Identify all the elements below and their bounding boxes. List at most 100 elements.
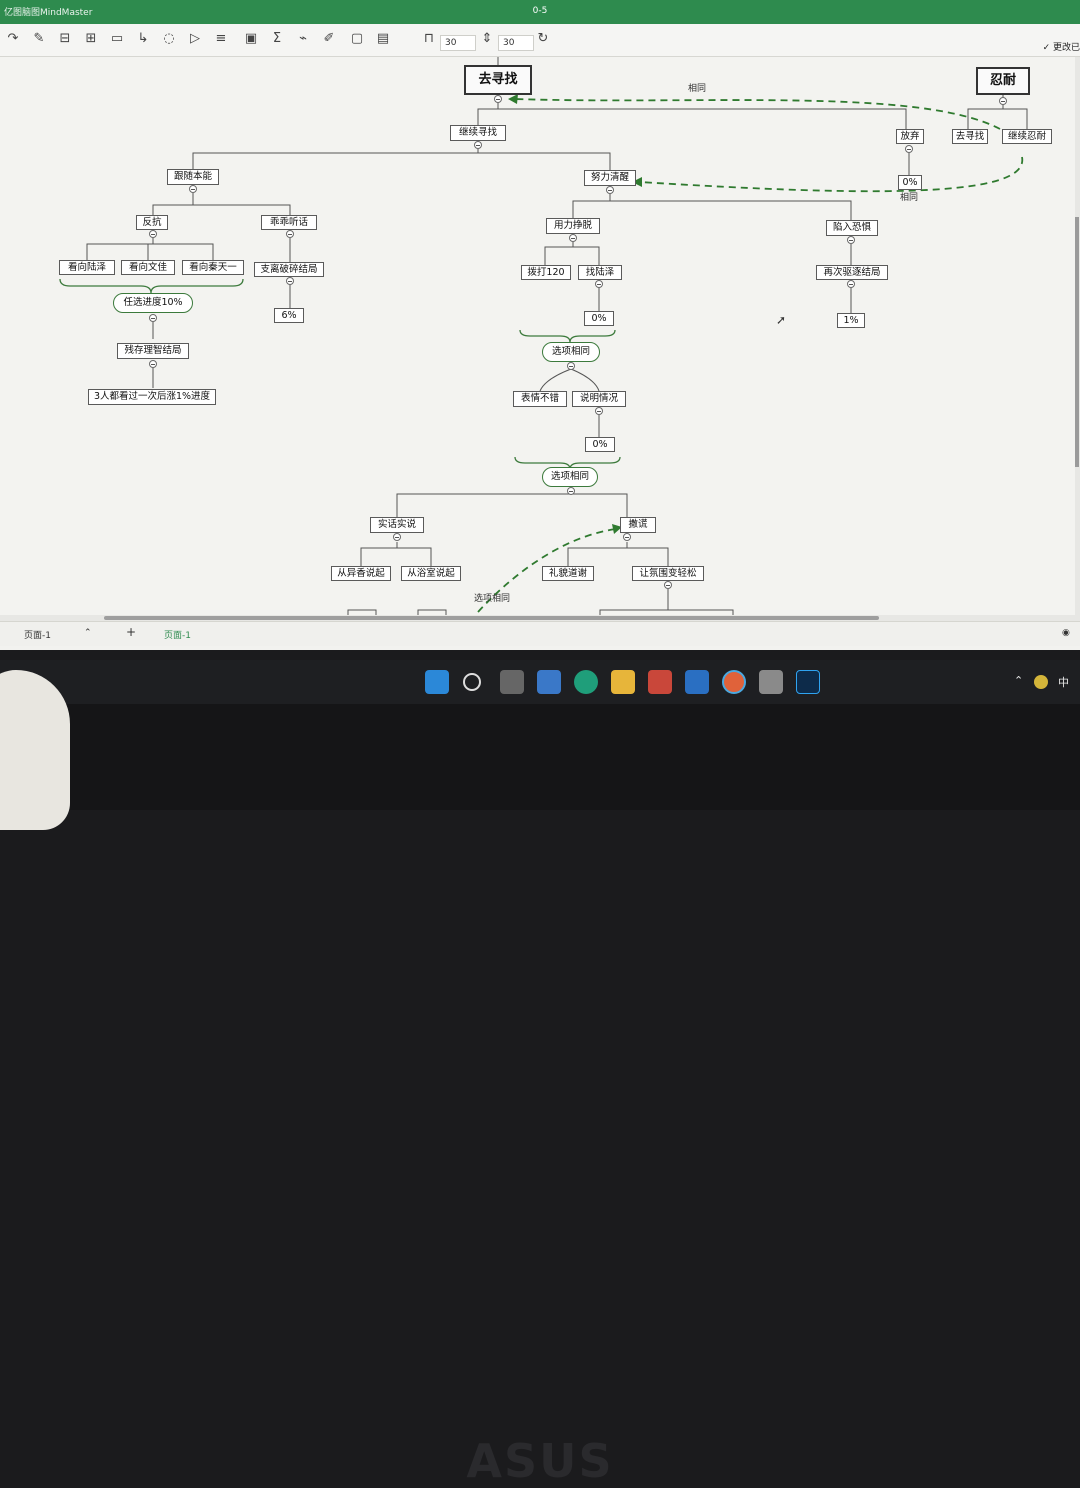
comment-icon[interactable]: ▢ bbox=[350, 31, 364, 46]
store-icon[interactable] bbox=[759, 670, 783, 694]
mindmaster-app-icon[interactable] bbox=[722, 670, 746, 694]
topic-from-fragrance[interactable]: 从异香说起 bbox=[331, 566, 391, 581]
image-icon[interactable]: ▣ bbox=[244, 31, 258, 46]
topic-lie[interactable]: 撒谎 bbox=[620, 517, 656, 533]
topic-tell-truth[interactable]: 实话实说 bbox=[370, 517, 424, 533]
summary-same-options-2[interactable]: 选项相同 bbox=[542, 467, 598, 487]
photoshop-icon[interactable] bbox=[796, 670, 820, 694]
topic-remain-sane-ending[interactable]: 残存理智结局 bbox=[117, 343, 189, 359]
task-view-icon[interactable] bbox=[500, 670, 524, 694]
root-topic-endure[interactable]: 忍耐 bbox=[976, 67, 1030, 95]
topic-go-search[interactable]: 去寻找 bbox=[952, 129, 988, 144]
collapse-toggle-truth[interactable] bbox=[393, 533, 401, 541]
topic-relax-mood[interactable]: 让氛围变轻松 bbox=[632, 566, 704, 581]
topic-look-qintian[interactable]: 看向秦天一 bbox=[182, 260, 244, 275]
collapse-toggle-lie[interactable] bbox=[623, 533, 631, 541]
collapse-toggle-instinct[interactable] bbox=[189, 185, 197, 193]
marker-icon[interactable]: ✐ bbox=[323, 31, 335, 46]
topic-continue-search[interactable]: 继续寻找 bbox=[450, 125, 506, 141]
add-subtopic-icon[interactable]: ⊞ bbox=[85, 31, 97, 46]
vertical-scrollbar[interactable] bbox=[1075, 57, 1080, 615]
redo-icon[interactable]: ↷ bbox=[7, 31, 19, 46]
topic-explain[interactable]: 说明情况 bbox=[572, 391, 626, 407]
add-topic-icon[interactable]: ⊟ bbox=[59, 31, 71, 46]
horizontal-spacing-input[interactable]: 30 bbox=[440, 35, 476, 51]
collapse-toggle-same1[interactable] bbox=[567, 362, 575, 370]
vertical-spacing-input[interactable]: 30 bbox=[498, 35, 534, 51]
ime-indicator[interactable]: 中 bbox=[1058, 676, 1069, 689]
topic-fall-fear[interactable]: 陷入恐惧 bbox=[826, 220, 878, 236]
mail-icon[interactable] bbox=[685, 670, 709, 694]
note-icon[interactable]: ▤ bbox=[376, 31, 390, 46]
mindmap-canvas[interactable]: 去寻找 忍耐 继续寻找 放弃 去寻找 继续忍耐 0% 跟随本能 努力清醒 反抗 … bbox=[0, 57, 1076, 615]
floating-topic-icon[interactable]: ▭ bbox=[110, 31, 124, 46]
collapse-toggle-explain[interactable] bbox=[595, 407, 603, 415]
boundary-icon[interactable]: ▷ bbox=[190, 31, 200, 46]
topic-chase-again-ending[interactable]: 再次驱逐结局 bbox=[816, 265, 888, 280]
topic-all-seen-progress[interactable]: 3人都看过一次后涨1%进度 bbox=[88, 389, 216, 405]
topic-shattered-ending[interactable]: 支离破碎结局 bbox=[254, 262, 324, 277]
topic-resist[interactable]: 反抗 bbox=[136, 215, 168, 230]
formula-icon[interactable]: Σ bbox=[272, 31, 282, 46]
topic-look-luze[interactable]: 看向陆泽 bbox=[59, 260, 115, 275]
eye-icon[interactable]: ◉ bbox=[1062, 628, 1070, 638]
collapse-toggle-shattered[interactable] bbox=[286, 277, 294, 285]
horizontal-scroll-thumb[interactable] bbox=[104, 616, 879, 620]
search-icon[interactable] bbox=[463, 673, 481, 691]
topic-find-luze[interactable]: 找陆泽 bbox=[578, 265, 622, 280]
topic-struggle[interactable]: 用力挣脱 bbox=[546, 218, 600, 234]
collapse-toggle-continue[interactable] bbox=[474, 141, 482, 149]
collapse-toggle-chase[interactable] bbox=[847, 280, 855, 288]
topic-follow-instinct[interactable]: 跟随本能 bbox=[167, 169, 219, 185]
summary-progress-10[interactable]: 任选进度10% bbox=[113, 293, 193, 313]
callout-icon[interactable]: ◌ bbox=[163, 31, 175, 46]
topic-face-good[interactable]: 表情不错 bbox=[513, 391, 567, 407]
collapse-toggle-root2[interactable] bbox=[999, 97, 1007, 105]
tray-app-icon[interactable] bbox=[1034, 675, 1048, 689]
gift-app-icon[interactable] bbox=[648, 670, 672, 694]
topic-keep-endure[interactable]: 继续忍耐 bbox=[1002, 129, 1052, 144]
collapse-toggle-resist[interactable] bbox=[149, 230, 157, 238]
topic-0pct-give-up[interactable]: 0% bbox=[898, 175, 922, 190]
topic-6pct[interactable]: 6% bbox=[274, 308, 304, 323]
summary-same-options-1[interactable]: 选项相同 bbox=[542, 342, 600, 362]
page-tab-active[interactable]: 页面-1 bbox=[164, 631, 191, 641]
collapse-toggle-relax[interactable] bbox=[664, 581, 672, 589]
start-windows-icon[interactable] bbox=[425, 670, 449, 694]
refresh-icon[interactable]: ↻ bbox=[537, 31, 549, 46]
topic-call-120[interactable]: 拨打120 bbox=[521, 265, 571, 280]
page-tab-selector[interactable]: 页面-1 bbox=[24, 631, 51, 641]
add-page-button[interactable]: + bbox=[126, 625, 137, 639]
collapse-toggle-struggle[interactable] bbox=[569, 234, 577, 242]
vertical-scroll-thumb[interactable] bbox=[1075, 217, 1079, 467]
topic-0pct-explain[interactable]: 0% bbox=[585, 437, 615, 452]
topic-from-bathroom[interactable]: 从浴室说起 bbox=[401, 566, 461, 581]
root-topic-search[interactable]: 去寻找 bbox=[464, 65, 532, 95]
confirm-change[interactable]: ✓ 更改已 bbox=[1043, 40, 1080, 53]
collapse-toggle-give-up[interactable] bbox=[905, 145, 913, 153]
topic-give-up[interactable]: 放弃 bbox=[896, 129, 924, 144]
link-icon[interactable]: ⌁ bbox=[299, 31, 307, 46]
collapse-toggle-find-luze[interactable] bbox=[595, 280, 603, 288]
horizontal-scrollbar[interactable] bbox=[0, 615, 1080, 621]
collapse-toggle-obey[interactable] bbox=[286, 230, 294, 238]
edge-browser-icon[interactable] bbox=[574, 670, 598, 694]
topic-wake-up[interactable]: 努力清醒 bbox=[584, 170, 636, 186]
collapse-toggle-wake[interactable] bbox=[606, 186, 614, 194]
topic-look-wenjia[interactable]: 看向文佳 bbox=[121, 260, 175, 275]
relationship-icon[interactable]: ↳ bbox=[137, 31, 149, 46]
topic-polite-thanks[interactable]: 礼貌道谢 bbox=[542, 566, 594, 581]
summary-icon[interactable]: ≡ bbox=[215, 31, 227, 46]
collapse-toggle-fear[interactable] bbox=[847, 236, 855, 244]
format-brush-icon[interactable]: ✎ bbox=[33, 31, 45, 46]
collapse-toggle-root[interactable] bbox=[494, 95, 502, 103]
collapse-toggle-progress[interactable] bbox=[149, 314, 157, 322]
topic-0pct-find-luze[interactable]: 0% bbox=[584, 311, 614, 326]
collapse-toggle-same2[interactable] bbox=[567, 487, 575, 495]
topic-obey[interactable]: 乖乖听话 bbox=[261, 215, 317, 230]
file-explorer-icon[interactable] bbox=[611, 670, 635, 694]
tray-chevron-icon[interactable]: ⌃ bbox=[1014, 674, 1024, 687]
topic-1pct[interactable]: 1% bbox=[837, 313, 865, 328]
chevron-up-icon[interactable]: ⌃ bbox=[84, 628, 92, 638]
widgets-icon[interactable] bbox=[537, 670, 561, 694]
